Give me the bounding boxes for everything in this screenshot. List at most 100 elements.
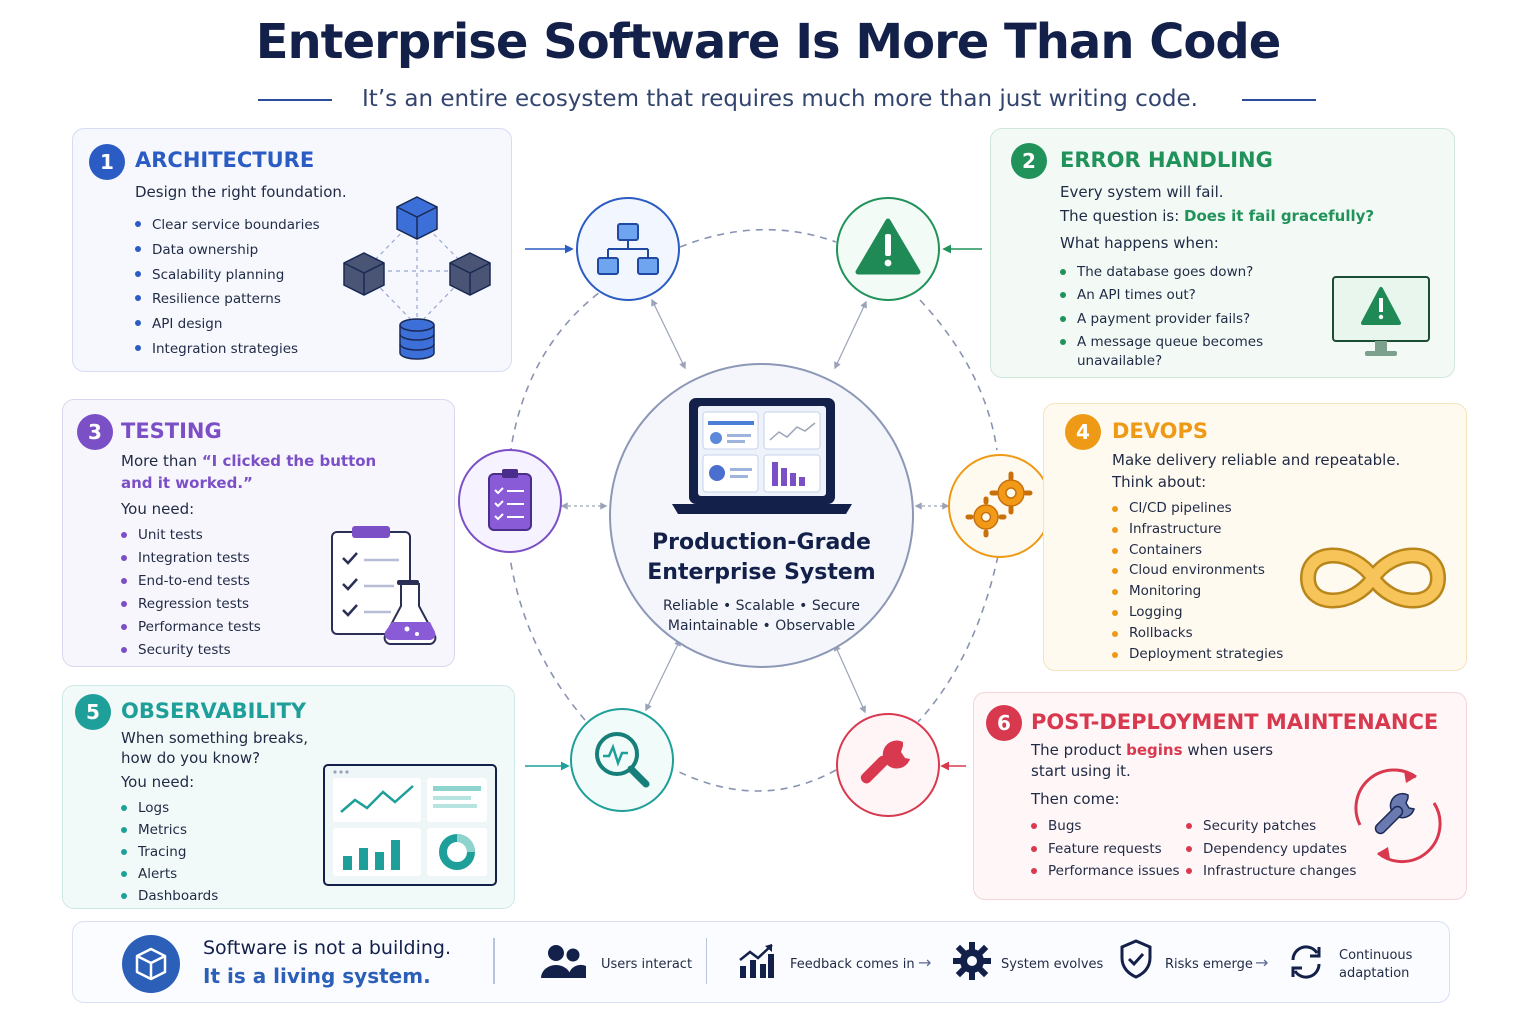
architecture-card: 1 ARCHITECTURE Design the right foundati… [72,128,512,372]
architecture-heading: ARCHITECTURE [135,148,315,172]
list-item: Clear service boundaries [135,213,320,238]
error-handling-line2-prefix: The question is: [1060,207,1185,225]
node-architecture [576,197,680,301]
page-title: Enterprise Software Is More Than Code [255,14,1282,70]
list-item: Feature requests [1031,838,1180,861]
node-maintenance [836,713,940,817]
observability-line1: When something breaks, [121,729,309,747]
list-item: Integration tests [121,547,261,570]
maintenance-line1: The product begins when users [1031,740,1273,761]
warning-icon [855,218,921,275]
users-icon [541,945,586,978]
list-item: Deployment strategies [1112,644,1283,665]
footer-step-risks: Risks emerge [1165,957,1253,972]
list-item: Unit tests [121,524,261,547]
list-item: Resilience patterns [135,287,320,312]
maintenance-line1-suffix: when users [1182,741,1274,759]
testing-number: 3 [77,414,113,450]
center-title-line1: Production-Grade [652,530,871,555]
list-item: Dashboards [121,885,218,907]
node-testing [458,449,562,553]
list-item: Tracing [121,841,218,863]
hierarchy-icon [597,223,659,275]
devops-line2: Think about: [1112,473,1207,491]
maintenance-intro: The product begins when users start usin… [1031,740,1273,782]
maintenance-line2: start using it. [1031,762,1131,780]
error-handling-card: 2 ERROR HANDLING Every system will fail.… [990,128,1455,378]
list-item: Logging [1112,602,1283,623]
arrow-right-icon: → [918,953,932,972]
refresh-icon [1291,945,1321,979]
list-item: Infrastructure [1112,519,1283,540]
error-handling-highlight: Does it fail gracefully? [1184,207,1375,225]
magnifier-pulse-icon [595,732,650,788]
center-title: Production-Grade Enterprise System [609,528,914,588]
list-item: Monitoring [1112,581,1283,602]
error-handling-line2: The question is: Does it fail gracefully… [1060,205,1374,227]
center-sub-line2: Maintainable • Observable [667,618,856,634]
gear-icon [953,942,991,980]
maintenance-highlight: begins [1126,741,1183,759]
observability-list: Logs Metrics Tracing Alerts Dashboards [121,797,218,907]
wrench-refresh-icon [1354,768,1442,864]
maintenance-list-left: Bugs Feature requests Performance issues [1031,815,1180,883]
footer-line2: It is a living system. [203,964,431,988]
list-item: Containers [1112,540,1283,561]
list-item: An API times out? [1060,284,1270,307]
orbit-arcs [509,228,999,792]
node-observability [570,708,674,812]
footer-bar: Software is not a building. It is a livi… [72,921,1450,1003]
maintenance-line3: Then come: [1031,790,1120,808]
observability-card: 5 OBSERVABILITY When something breaks, h… [62,685,515,909]
cubes-database-icon [343,196,491,360]
architecture-intro: Design the right foundation. [135,183,347,201]
growth-chart-icon [739,944,774,978]
testing-line2: You need: [121,500,195,518]
error-handling-heading: ERROR HANDLING [1060,148,1273,172]
list-item: Scalability planning [135,263,320,288]
maintenance-heading: POST-DEPLOYMENT MAINTENANCE [1031,710,1439,734]
checklist-flask-icon [331,526,437,645]
architecture-number: 1 [89,144,125,180]
testing-highlight-a: “I clicked the button [201,452,377,470]
observability-heading: OBSERVABILITY [121,699,307,723]
list-item: The database goes down? [1060,261,1270,284]
center-title-line2: Enterprise System [647,560,876,585]
list-item: Integration strategies [135,337,320,362]
devops-card: 4 DEVOPS Make delivery reliable and repe… [1043,403,1467,671]
arrow-right-icon: → [1255,953,1269,972]
testing-highlight-b: and it worked.” [121,474,253,492]
list-item: A payment provider fails? [1060,308,1270,331]
node-devops [948,454,1052,558]
observability-line3: You need: [121,773,195,791]
list-item: Dependency updates [1186,838,1356,861]
list-item: API design [135,312,320,337]
infinity-loop-icon [1300,547,1446,609]
list-item: Infrastructure changes [1186,860,1356,883]
devops-heading: DEVOPS [1112,419,1209,443]
center-subtitle: Reliable • Scalable • Secure Maintainabl… [609,596,914,636]
list-item: Security patches [1186,815,1356,838]
maintenance-number: 6 [986,705,1022,741]
footer-line1: Software is not a building. [203,937,451,959]
monitor-warning-icon [1332,276,1430,356]
testing-line1-prefix: More than [121,452,202,470]
page-subtitle: It’s an entire ecosystem that requires m… [362,86,1198,112]
list-item: End-to-end tests [121,570,261,593]
error-handling-list: The database goes down? An API times out… [1060,261,1270,371]
devops-list: CI/CD pipelines Infrastructure Container… [1112,498,1283,664]
testing-list: Unit tests Integration tests End-to-end … [121,524,261,662]
maintenance-card: 6 POST-DEPLOYMENT MAINTENANCE The produc… [973,692,1467,900]
observability-question: When something breaks, how do you know? [121,728,308,768]
error-handling-line1: Every system will fail. [1060,183,1224,201]
dashboard-icon [323,764,497,886]
footer-step-users-interact: Users interact [601,957,693,972]
testing-card: 3 TESTING More than “I clicked the butto… [62,399,455,667]
observability-line2: how do you know? [121,749,261,767]
list-item: Performance tests [121,616,261,639]
footer-divider [493,938,495,984]
list-item: CI/CD pipelines [1112,498,1283,519]
spokes [560,298,950,714]
gears-icon [965,471,1033,538]
list-item: A message queue becomes unavailable? [1060,331,1270,371]
